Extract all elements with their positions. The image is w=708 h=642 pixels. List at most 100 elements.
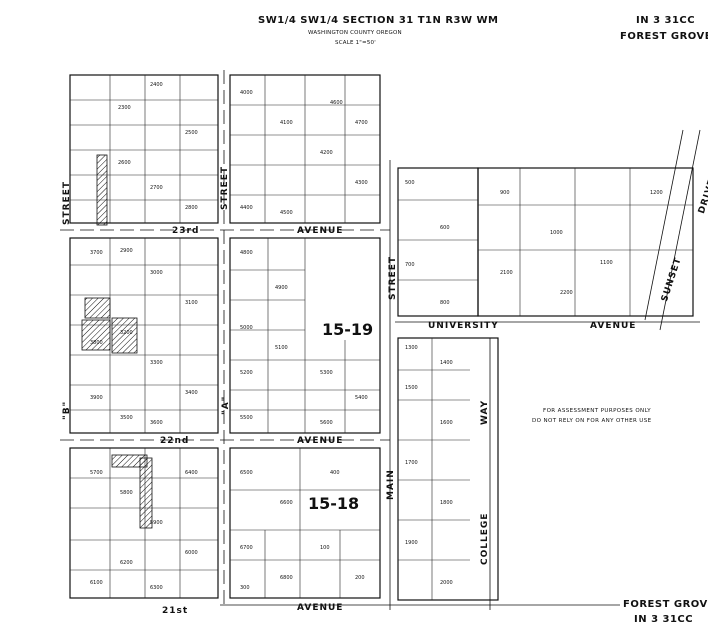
lot-number: 900	[500, 190, 510, 196]
map-code-top: IN 3 31CC	[636, 15, 696, 26]
map-code-bottom: IN 3 31CC	[634, 614, 694, 625]
lot-number: 5400	[355, 395, 368, 401]
lot-number: 2100	[500, 270, 513, 276]
lot-number: 3200	[120, 330, 133, 336]
hatched-parcels	[81, 154, 153, 529]
a-street-label: STREET	[220, 166, 230, 210]
avenue-23rd-label: 23rd	[172, 226, 200, 236]
avenue-22nd-label: 22nd	[160, 436, 190, 446]
lot-number: 6100	[90, 580, 103, 586]
lot-number: 2700	[150, 185, 163, 191]
lot-number: 4500	[280, 210, 293, 216]
lot-number: 3100	[185, 300, 198, 306]
lot-number: 3400	[185, 390, 198, 396]
lot-number: 1200	[650, 190, 663, 196]
university-label: UNIVERSITY	[428, 321, 499, 331]
college-way-label: WAY	[480, 399, 490, 425]
lot-number: 4600	[330, 100, 343, 106]
lot-number: 6300	[150, 585, 163, 591]
lot-number: 1000	[550, 230, 563, 236]
lot-number: 1900	[405, 540, 418, 546]
lot-number: 3300	[150, 360, 163, 366]
county-label: WASHINGTON COUNTY OREGON	[308, 30, 402, 36]
lot-number: 5900	[150, 520, 163, 526]
lot-number: 5200	[240, 370, 253, 376]
college-label: COLLEGE	[480, 512, 490, 565]
lot-number: 500	[405, 180, 415, 186]
assessment-note-1: FOR ASSESSMENT PURPOSES ONLY	[543, 408, 652, 414]
university-suffix: AVENUE	[590, 321, 637, 331]
city-top: FOREST GROVE	[620, 31, 708, 42]
b-street-label: STREET	[62, 181, 72, 225]
lot-number: 4000	[240, 90, 253, 96]
lot-number: 5700	[90, 470, 103, 476]
lot-number: 1500	[405, 385, 418, 391]
lot-number: 3800	[90, 340, 103, 346]
lot-number: 4200	[320, 150, 333, 156]
lot-lines	[70, 75, 693, 600]
lot-number: 2900	[120, 248, 133, 254]
assessment-note-2: DO NOT RELY ON FOR ANY OTHER USE	[532, 418, 652, 424]
lot-number: 6500	[240, 470, 253, 476]
block-15-19: 15-19	[322, 320, 374, 339]
avenue-23rd-suffix: AVENUE	[297, 226, 344, 236]
lot-number: 5800	[120, 490, 133, 496]
lot-number: 1300	[405, 345, 418, 351]
lot-number: 5300	[320, 370, 333, 376]
lot-number: 6600	[280, 500, 293, 506]
lot-number: 4100	[280, 120, 293, 126]
lot-number: 4400	[240, 205, 253, 211]
lot-number: 6400	[185, 470, 198, 476]
lot-number: 5500	[240, 415, 253, 421]
lot-number: 1800	[440, 500, 453, 506]
lot-number: 6200	[120, 560, 133, 566]
block-15-18: 15-18	[308, 494, 360, 513]
lot-number: 2400	[150, 82, 163, 88]
lot-number: 2200	[560, 290, 573, 296]
b-street-letter: "B"	[62, 400, 72, 420]
map-title: SW1/4 SW1/4 SECTION 31 T1N R3W WM	[258, 15, 499, 26]
lot-number: 6700	[240, 545, 253, 551]
lot-number: 100	[320, 545, 330, 551]
lot-number: 3600	[150, 420, 163, 426]
lot-number: 1700	[405, 460, 418, 466]
lot-number: 3000	[150, 270, 163, 276]
lot-number: 6000	[185, 550, 198, 556]
lot-number: 2800	[185, 205, 198, 211]
lot-number: 200	[355, 575, 365, 581]
lot-number: 4700	[355, 120, 368, 126]
lot-number: 3900	[90, 395, 103, 401]
main-street-label: STREET	[388, 256, 398, 300]
lot-number: 5100	[275, 345, 288, 351]
lot-number: 5000	[240, 325, 253, 331]
lot-number: 6800	[280, 575, 293, 581]
lot-number: 5600	[320, 420, 333, 426]
lot-number: 2300	[118, 105, 131, 111]
avenue-21st-suffix: AVENUE	[297, 603, 344, 613]
lot-number: 4800	[240, 250, 253, 256]
lot-number: 2500	[185, 130, 198, 136]
lot-number: 4900	[275, 285, 288, 291]
block-outlines	[69, 74, 694, 601]
lot-number: 600	[440, 225, 450, 231]
lot-number: 1100	[600, 260, 613, 266]
lot-number: 800	[440, 300, 450, 306]
a-street-letter: "A"	[221, 395, 231, 415]
lot-number: 1400	[440, 360, 453, 366]
city-bottom: FOREST GROVE	[623, 599, 708, 610]
lot-number: 1600	[440, 420, 453, 426]
lot-number: 3500	[120, 415, 133, 421]
lot-number: 3700	[90, 250, 103, 256]
scale-label: SCALE 1"=50'	[335, 40, 376, 46]
street-lines	[60, 70, 701, 610]
lot-number: 2600	[118, 160, 131, 166]
avenue-21st-label: 21st	[162, 606, 189, 616]
main-label: MAIN	[386, 469, 396, 500]
lot-number: 2000	[440, 580, 453, 586]
avenue-22nd-suffix: AVENUE	[297, 436, 344, 446]
lot-number: 400	[330, 470, 340, 476]
lot-number: 300	[240, 585, 250, 591]
lot-number: 700	[405, 262, 415, 268]
lot-number: 4300	[355, 180, 368, 186]
